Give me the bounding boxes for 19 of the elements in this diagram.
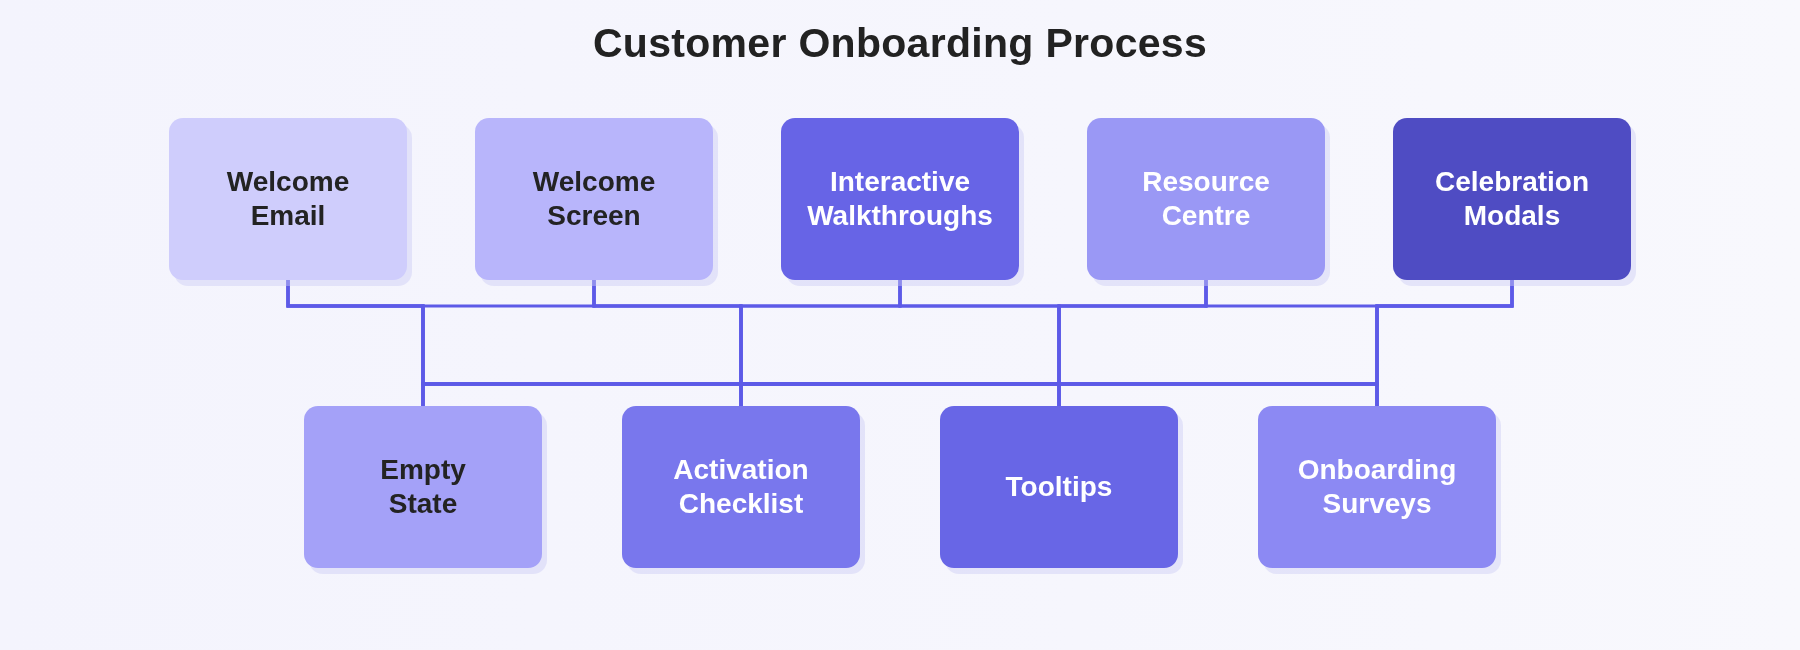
- box-label: Welcome Screen: [531, 165, 657, 233]
- box-label: Tooltips: [1005, 470, 1113, 504]
- process-box: [475, 118, 713, 280]
- process-box: [622, 406, 860, 568]
- box-label: Resource Centre: [1141, 165, 1271, 233]
- process-box: [1393, 118, 1631, 280]
- process-box: [781, 118, 1019, 280]
- box-label: Empty State: [379, 453, 467, 521]
- process-box: [169, 118, 407, 280]
- process-box: [1258, 406, 1496, 568]
- box-label: Welcome Email: [225, 165, 351, 233]
- diagram-title: Customer Onboarding Process: [592, 19, 1208, 67]
- box-label: Activation Checklist: [672, 453, 810, 521]
- process-box: [940, 406, 1178, 568]
- process-box: [1087, 118, 1325, 280]
- box-label: Celebration Modals: [1434, 165, 1590, 233]
- box-label: Interactive Walkthroughs: [806, 165, 994, 233]
- box-label: Onboarding Surveys: [1296, 453, 1458, 521]
- process-box: [304, 406, 542, 568]
